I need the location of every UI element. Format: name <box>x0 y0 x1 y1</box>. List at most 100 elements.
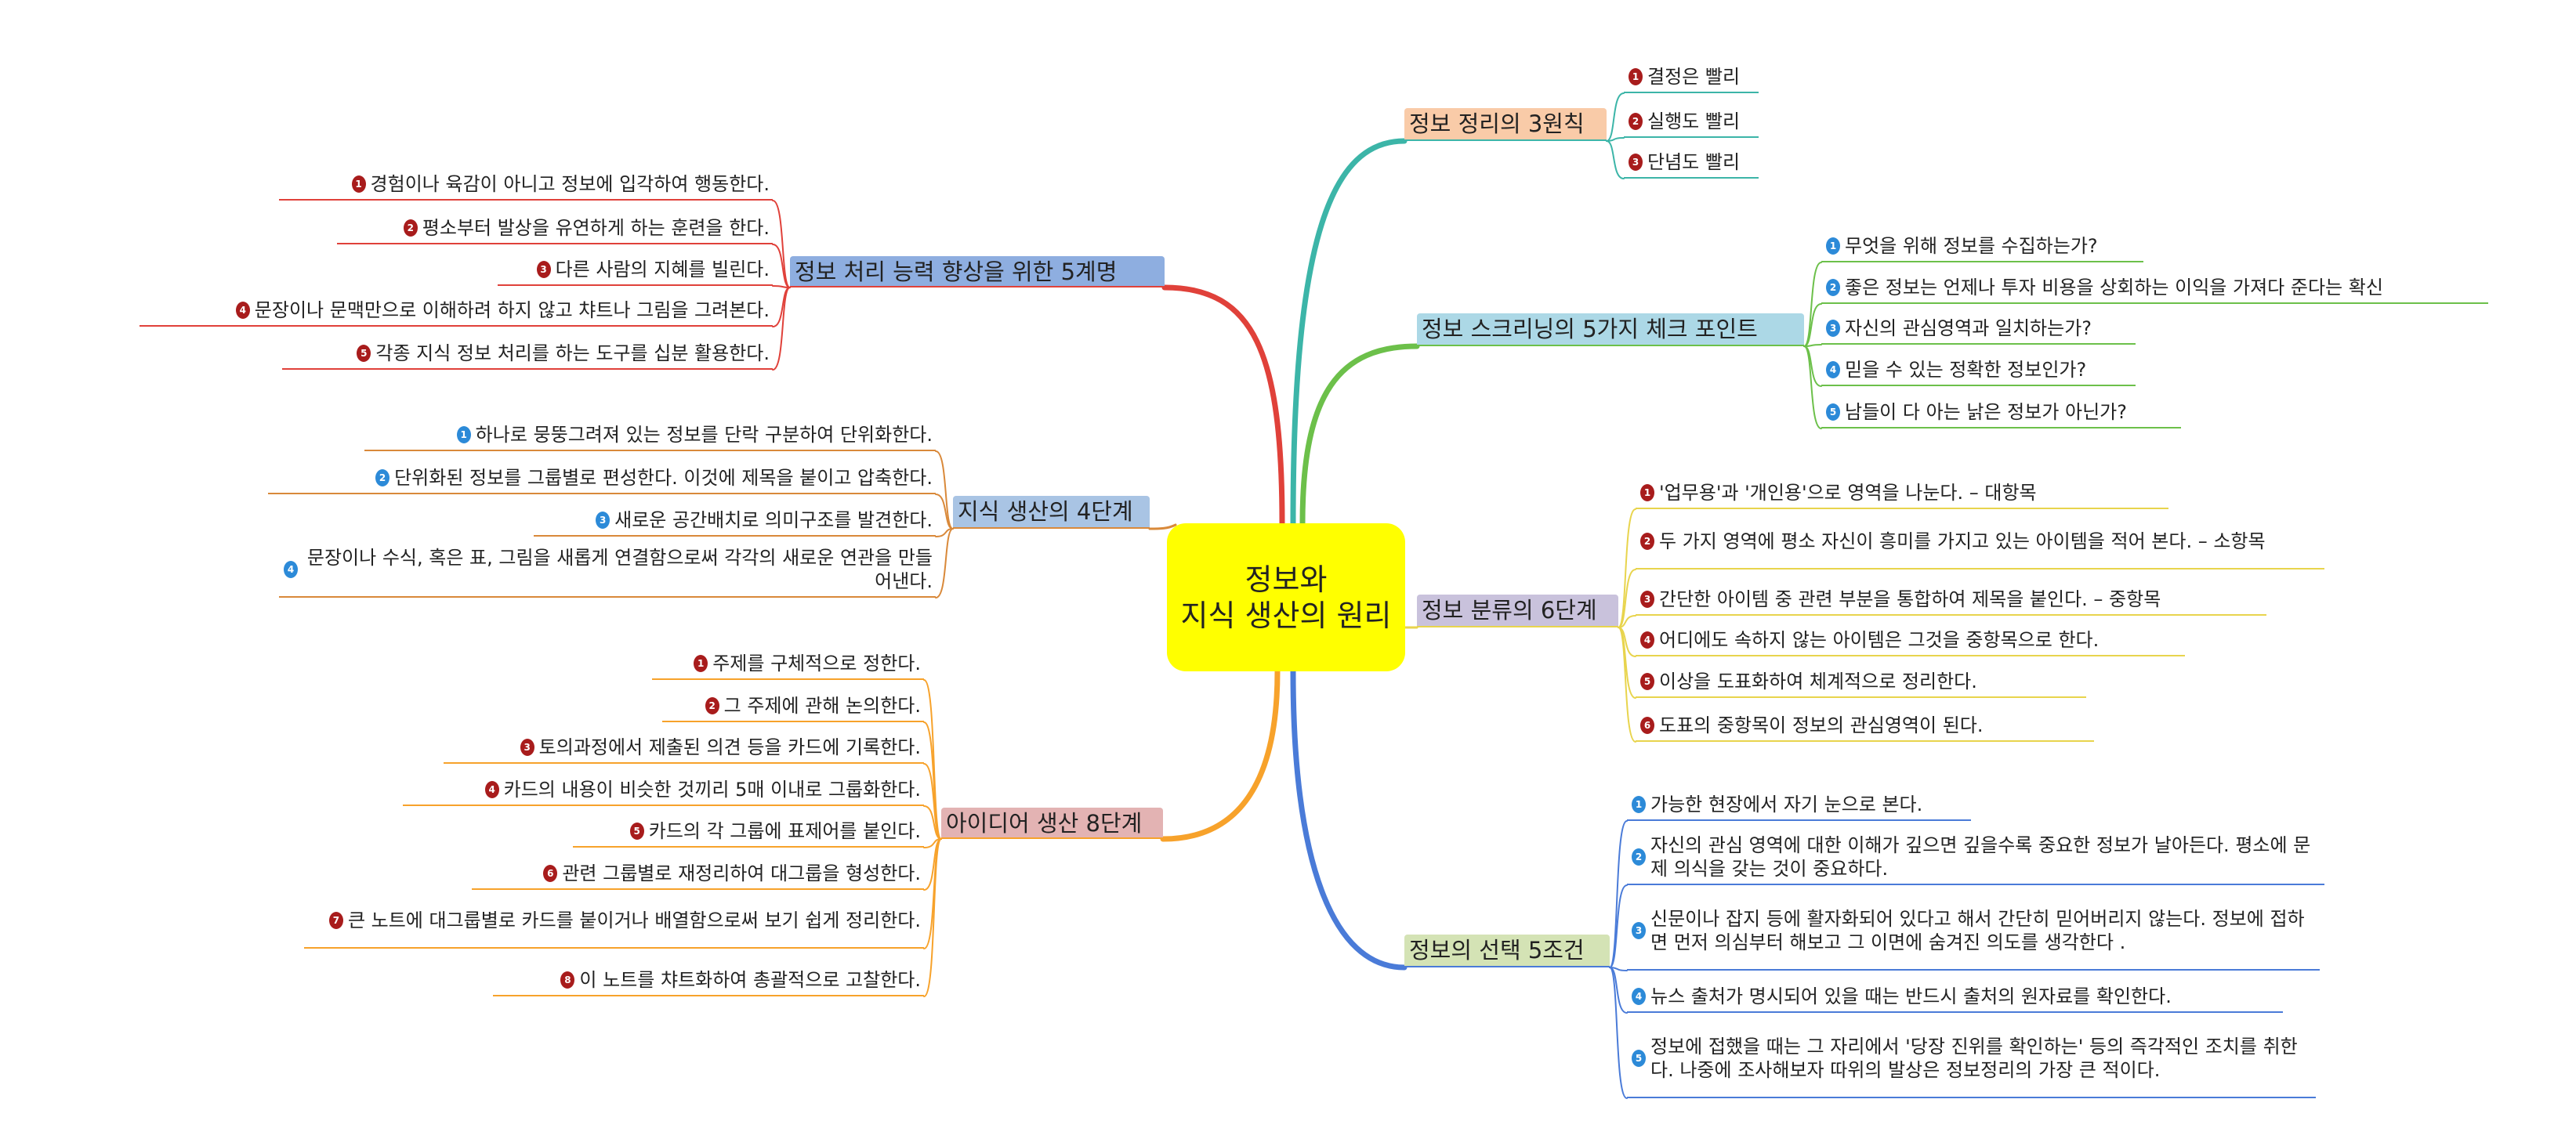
topic-item-text: '업무용'과 '개인용'으로 영역을 나눈다. – 대항목 <box>1659 482 2037 504</box>
number-badge-icon: 3 <box>1629 154 1643 171</box>
item-connector <box>772 287 791 371</box>
topic-item-text: 자신의 관심 영역에 대한 이해가 깊으면 깊을수록 중요한 정보가 날아든다.… <box>1650 834 2311 880</box>
topic-item-text: 단위화된 정보를 그룹별로 편성한다. 이것에 제목을 붙이고 압축한다. <box>394 467 933 489</box>
topic-item-text: 문장이나 수식, 혹은 표, 그림을 새롭게 연결함으로써 각각의 새로운 연관… <box>306 547 933 592</box>
branch-connector-selection <box>1290 668 1408 971</box>
topic-item-text: 새로운 공간배치로 의미구조를 발견한다. <box>614 509 933 531</box>
branch-topic-screening[interactable]: 정보 스크리닝의 5가지 체크 포인트 <box>1417 313 1804 346</box>
number-badge-icon: 4 <box>1826 361 1840 378</box>
topic-item-text: 믿을 수 있는 정확한 정보인가? <box>1845 359 2087 381</box>
topic-item-text: 관련 그룹별로 재정리하여 대그룹을 형성한다. <box>562 862 921 884</box>
number-badge-icon: 1 <box>456 426 471 443</box>
branch-topic-five-rules[interactable]: 정보 처리 능력 향상을 위한 5계명 <box>790 256 1165 287</box>
number-badge-icon: 5 <box>357 345 371 362</box>
topic-item-text: 평소부터 발상을 유연하게 하는 훈련을 한다. <box>422 217 770 239</box>
item-connector <box>923 838 942 997</box>
item-connector <box>935 494 954 530</box>
topic-item-text: 경험이나 육감이 아니고 정보에 입각하여 행동한다. <box>370 173 770 195</box>
number-badge-icon: 1 <box>1632 796 1646 813</box>
topic-item-text: 이상을 도표화하여 체계적으로 정리한다. <box>1659 671 1977 692</box>
branch-connector-five-rules <box>1161 284 1285 526</box>
number-badge-icon: 8 <box>560 971 575 989</box>
number-badge-icon: 3 <box>1640 591 1654 608</box>
number-badge-icon: 7 <box>328 912 343 929</box>
topic-item-text: 단념도 빨리 <box>1647 151 1741 173</box>
item-connector <box>1609 967 1628 1014</box>
branch-topic-ideas[interactable]: 아이디어 생산 8단계 <box>941 808 1163 839</box>
number-badge-icon: 2 <box>403 219 418 237</box>
topic-item[interactable]: 1 '업무용'과 '개인용'으로 영역을 나눈다. – 대항목 <box>1636 478 2168 509</box>
topic-item[interactable]: 3 간단한 아이템 중 관련 부분을 통합하여 제목을 붙인다. – 중항목 <box>1636 584 2266 616</box>
item-connector <box>1803 345 1822 429</box>
number-badge-icon: 2 <box>1632 848 1646 866</box>
item-connector <box>1618 627 1636 743</box>
number-badge-icon: 1 <box>1629 68 1643 85</box>
branch-topic-principles[interactable]: 정보 정리의 3원칙 <box>1404 108 1607 141</box>
topic-item-text: 각종 지식 정보 처리를 하는 도구를 십분 활용한다. <box>375 342 770 364</box>
central-topic-line2: 지식 생산의 원리 <box>1180 598 1392 633</box>
topic-item-text: 정보에 접했을 때는 그 자리에서 '당장 진위를 확인하는' 등의 즉각적인 … <box>1650 1036 2298 1081</box>
item-connector <box>772 244 791 288</box>
topic-item-text: 신문이나 잡지 등에 활자화되어 있다고 해서 간단히 믿어버리지 않는다. 정… <box>1650 908 2305 953</box>
item-connector <box>1803 345 1822 387</box>
topic-item-text: 남들이 다 아는 낡은 정보가 아닌가? <box>1845 401 2128 423</box>
item-connector <box>923 763 942 840</box>
topic-item-text: 하나로 뭉뚱그려져 있는 정보를 단락 구분하여 단위화한다. <box>475 424 933 446</box>
item-connector <box>1803 262 1822 347</box>
number-badge-icon: 3 <box>536 261 551 278</box>
item-connector <box>1618 569 1636 628</box>
number-badge-icon: 6 <box>543 865 558 882</box>
item-connector <box>772 287 791 327</box>
branch-topic-classification[interactable]: 정보 분류의 6단계 <box>1417 595 1618 627</box>
topic-item[interactable]: 4 믿을 수 있는 정확한 정보인가? <box>1821 355 2136 386</box>
topic-item-text: 주제를 구체적으로 정한다. <box>712 653 921 674</box>
number-badge-icon: 1 <box>1640 484 1654 501</box>
topic-item-text: 간단한 아이템 중 관련 부분을 통합하여 제목을 붙인다. – 중항목 <box>1659 588 2161 610</box>
topic-item-text: 두 가지 영역에 평소 자신이 흥미를 가지고 있는 아이템을 적어 본다. –… <box>1659 530 2266 552</box>
number-badge-icon: 2 <box>1629 113 1643 130</box>
topic-item-text: 가능한 현장에서 자기 눈으로 본다. <box>1650 794 1923 815</box>
central-topic[interactable]: 정보와 지식 생산의 원리 <box>1167 523 1405 671</box>
number-badge-icon: 2 <box>375 469 390 486</box>
branch-topic-knowledge[interactable]: 지식 생산의 4단계 <box>953 496 1150 529</box>
topic-item-text: 문장이나 문맥만으로 이해하려 하지 않고 챠트나 그림을 그려본다. <box>254 299 770 321</box>
item-connector <box>1609 967 1628 1099</box>
topic-item-text: 토의과정에서 제출된 의견 등을 카드에 기록한다. <box>538 736 921 758</box>
branch-topic-selection[interactable]: 정보의 선택 5조건 <box>1404 935 1610 967</box>
item-connector <box>935 528 954 598</box>
